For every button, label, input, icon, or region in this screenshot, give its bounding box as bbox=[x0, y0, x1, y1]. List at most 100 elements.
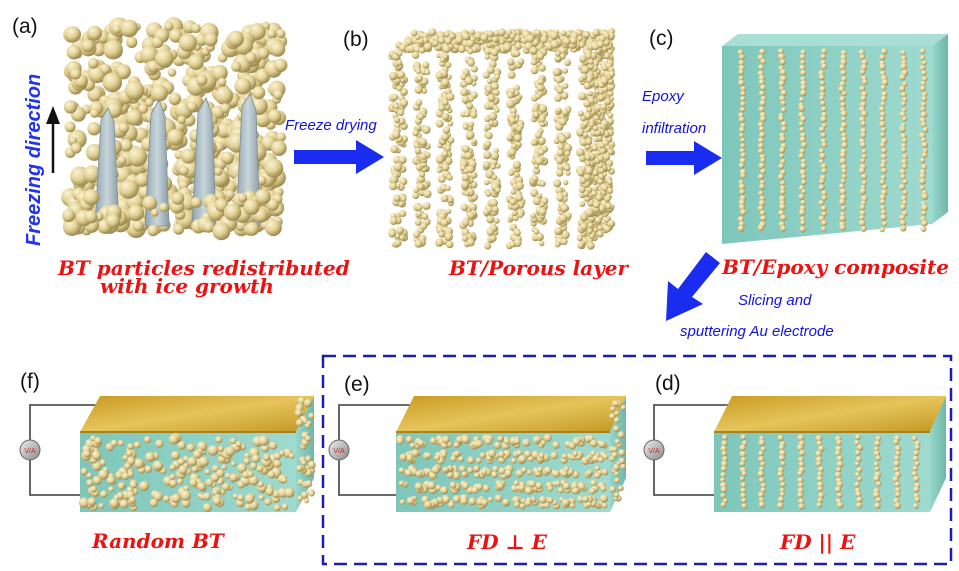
bt-particle bbox=[798, 461, 805, 468]
bt-particle bbox=[737, 216, 745, 223]
bt-particle bbox=[598, 173, 605, 180]
bt-particle bbox=[191, 197, 202, 208]
bt-particle bbox=[799, 226, 806, 233]
bt-particle bbox=[169, 464, 176, 471]
bt-particle bbox=[612, 446, 618, 452]
bt-particle bbox=[390, 145, 399, 154]
bt-particle bbox=[308, 412, 315, 419]
bt-particle bbox=[115, 471, 124, 480]
bt-particle bbox=[491, 174, 498, 180]
bt-particle bbox=[855, 456, 862, 463]
bt-particle bbox=[504, 469, 512, 477]
bt-particle bbox=[191, 23, 201, 34]
bt-particle bbox=[739, 157, 747, 165]
bt-particle bbox=[815, 450, 822, 458]
bt-particle bbox=[800, 69, 807, 76]
bt-particle bbox=[922, 148, 929, 154]
bt-particle bbox=[880, 48, 888, 55]
bt-particle bbox=[798, 498, 805, 505]
bt-particle bbox=[489, 234, 497, 242]
bt-particle bbox=[250, 462, 258, 470]
bt-particle bbox=[798, 153, 805, 159]
bt-particle bbox=[257, 47, 270, 60]
bt-particle bbox=[741, 497, 747, 503]
bt-particle bbox=[562, 191, 569, 198]
bt-particle bbox=[409, 442, 416, 449]
bt-particle bbox=[859, 69, 866, 75]
bt-particle bbox=[531, 105, 539, 113]
bt-particle bbox=[414, 147, 422, 155]
bt-particle bbox=[508, 170, 514, 176]
bt-particle bbox=[819, 126, 825, 133]
bt-particle bbox=[154, 461, 163, 471]
bt-particle bbox=[258, 435, 270, 447]
bt-particle bbox=[821, 168, 828, 174]
bt-particle bbox=[879, 54, 886, 61]
bt-particle bbox=[739, 148, 745, 154]
bt-particle bbox=[243, 457, 251, 465]
bt-particle bbox=[103, 39, 123, 60]
bt-particle bbox=[389, 175, 398, 185]
bt-particle bbox=[305, 455, 312, 463]
bt-particle bbox=[535, 232, 544, 242]
bt-particle bbox=[115, 63, 131, 80]
bt-particle bbox=[921, 96, 927, 102]
bt-particle bbox=[255, 188, 271, 205]
bt-particle bbox=[779, 58, 786, 66]
bt-particle bbox=[759, 195, 766, 202]
bt-particle bbox=[579, 114, 587, 122]
bt-particle bbox=[86, 472, 93, 479]
bt-particle bbox=[406, 496, 415, 505]
bt-particle bbox=[444, 145, 452, 152]
bt-particle bbox=[147, 224, 159, 237]
bt-particle bbox=[758, 131, 766, 139]
electrode-top bbox=[714, 396, 946, 432]
bt-particle bbox=[855, 434, 861, 441]
bt-particle bbox=[473, 465, 480, 472]
bt-particle bbox=[919, 185, 926, 191]
bt-particle bbox=[919, 178, 926, 185]
bt-particle bbox=[524, 450, 532, 458]
bt-particle bbox=[815, 434, 823, 442]
bt-particle bbox=[554, 241, 561, 248]
bt-particle bbox=[912, 465, 918, 471]
bt-particle bbox=[840, 101, 846, 108]
bt-particle bbox=[602, 454, 609, 460]
bt-particle bbox=[920, 111, 928, 118]
bt-particle bbox=[494, 494, 503, 503]
bt-particle bbox=[894, 445, 902, 453]
bt-particle bbox=[181, 148, 197, 164]
bt-particle bbox=[739, 126, 745, 133]
bt-particle bbox=[515, 449, 523, 457]
bt-particle bbox=[721, 440, 728, 447]
bt-particle bbox=[87, 57, 99, 69]
bt-particle bbox=[556, 194, 564, 202]
bt-particle bbox=[821, 48, 828, 55]
bt-particle bbox=[562, 37, 571, 46]
bt-particle bbox=[563, 143, 573, 152]
bt-particle bbox=[594, 472, 601, 479]
bt-particle bbox=[100, 490, 108, 499]
bt-particle bbox=[506, 134, 513, 141]
bt-particle bbox=[133, 458, 145, 469]
bt-particle bbox=[738, 79, 745, 87]
panel-label-b: (b) bbox=[343, 28, 369, 51]
bt-particle bbox=[307, 460, 316, 469]
bt-particle bbox=[468, 121, 475, 128]
bt-particle bbox=[248, 475, 259, 486]
bt-particle bbox=[609, 413, 616, 420]
bt-particle bbox=[879, 162, 886, 169]
bt-particle bbox=[899, 85, 906, 93]
bt-particle bbox=[902, 153, 908, 160]
bt-particle bbox=[777, 502, 784, 509]
bt-particle bbox=[856, 476, 863, 482]
bt-particle bbox=[892, 476, 899, 483]
bt-particle bbox=[801, 179, 807, 185]
bt-particle bbox=[606, 187, 614, 194]
bt-particle bbox=[720, 472, 727, 478]
bt-particle bbox=[739, 476, 745, 482]
bt-particle bbox=[513, 480, 520, 486]
bt-particle bbox=[482, 484, 490, 492]
bt-particle bbox=[899, 168, 906, 176]
bt-particle bbox=[483, 150, 492, 160]
